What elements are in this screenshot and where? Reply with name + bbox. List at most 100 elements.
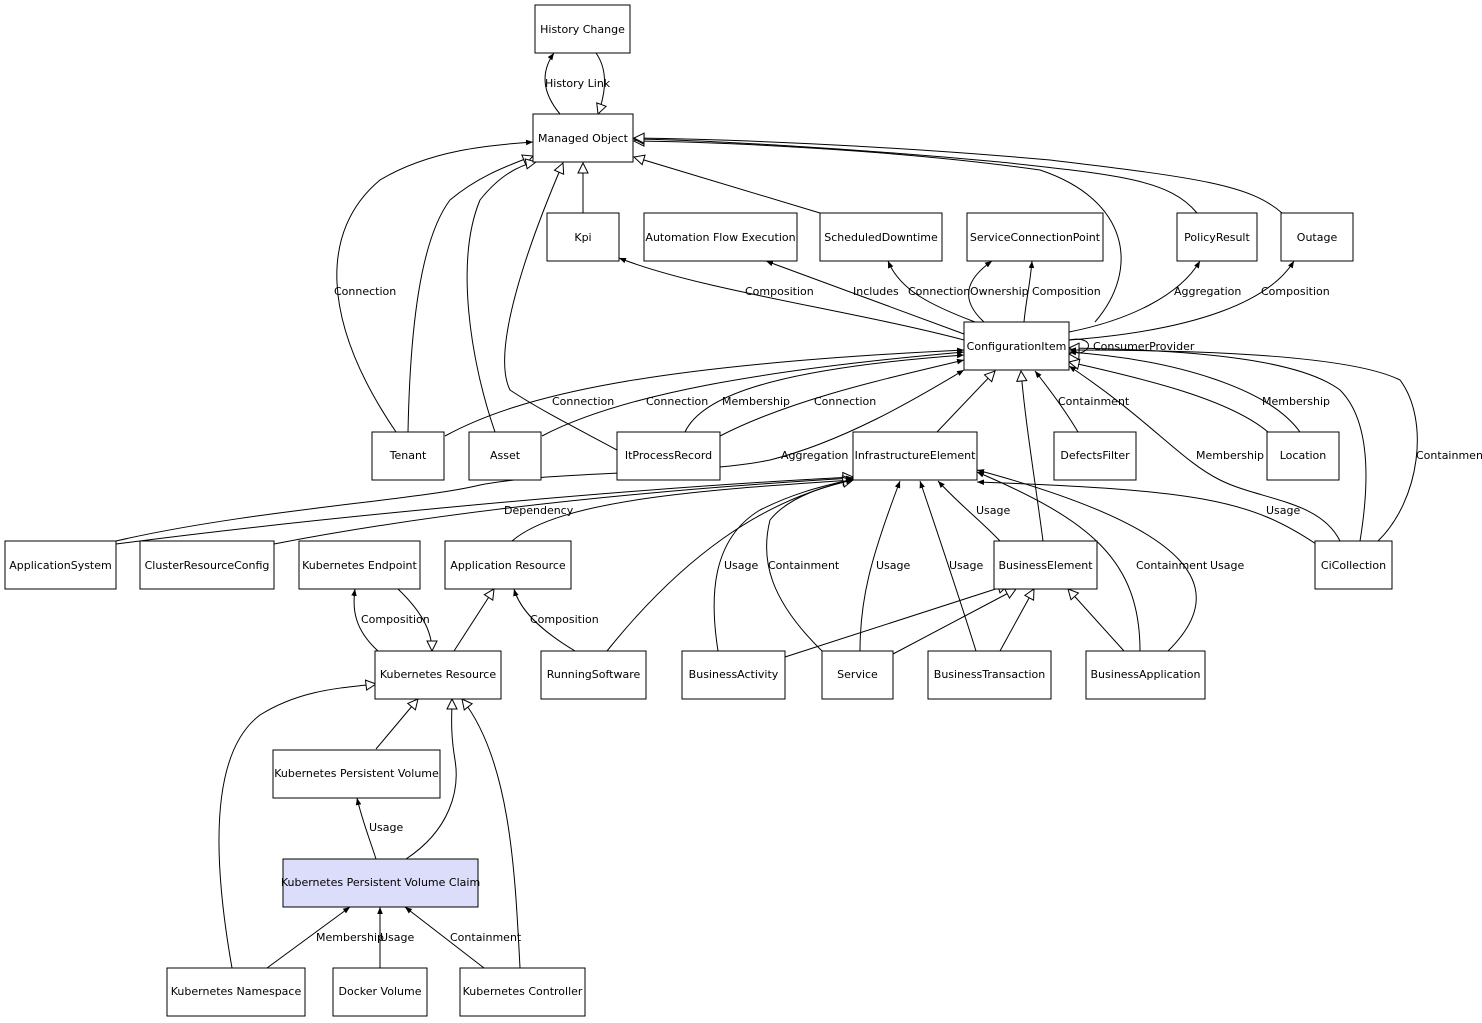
node-running-software-label: RunningSoftware — [547, 668, 641, 681]
label-aggregation-policy: Aggregation — [1174, 285, 1241, 298]
node-configuration-item[interactable]: ConfigurationItem — [963, 321, 1070, 371]
label-connection-tenant-ci: Connection — [552, 395, 614, 408]
node-outage-label: Outage — [1297, 231, 1338, 244]
node-defects-filter[interactable]: DefectsFilter — [1053, 431, 1137, 481]
node-application-resource-label: Application Resource — [450, 559, 566, 572]
node-policy-result-label: PolicyResult — [1184, 231, 1250, 244]
edge-scheduled-downtime-inherits-managed-object — [634, 157, 821, 214]
node-managed-object-label: Managed Object — [538, 132, 629, 145]
node-kubernetes-resource[interactable]: Kubernetes Resource — [374, 650, 502, 700]
node-kubernetes-namespace[interactable]: Kubernetes Namespace — [166, 967, 306, 1017]
edge-k8s-controller-inherits-resource — [462, 699, 521, 969]
edge-k8s-pv-inherits-resource — [375, 699, 418, 750]
node-kubernetes-controller-label: Kubernetes Controller — [463, 985, 583, 998]
label-usage-pvc-pv: Usage — [369, 821, 404, 834]
node-defects-filter-label: DefectsFilter — [1060, 449, 1130, 462]
node-asset[interactable]: Asset — [468, 431, 542, 481]
node-managed-object[interactable]: Managed Object — [532, 113, 634, 163]
edge-service-usage-ie — [859, 480, 901, 652]
edge-tenant-inherits-managed-object — [407, 156, 533, 433]
label-aggregation-appsys: Aggregation — [781, 449, 848, 462]
edge-ci-composition-outage — [1068, 260, 1295, 341]
node-business-element[interactable]: BusinessElement — [993, 540, 1098, 590]
edge-appresource-inherits-ie — [511, 480, 853, 542]
edge-k8s-pvc-inherits-resource — [405, 699, 456, 860]
edge-k8s-resource-composition-endpoint — [351, 588, 379, 652]
node-location[interactable]: Location — [1266, 431, 1340, 481]
node-asset-label: Asset — [490, 449, 521, 462]
label-containment-cicoll: Containment — [1416, 449, 1482, 462]
edge-policy-result-inherits-managed-object — [634, 139, 1198, 214]
node-business-transaction[interactable]: BusinessTransaction — [927, 650, 1052, 700]
edge-tenant-connection-ci — [444, 347, 965, 437]
node-application-system[interactable]: ApplicationSystem — [4, 540, 117, 590]
node-service-connection-point-label: ServiceConnectionPoint — [970, 231, 1101, 244]
label-composition-kpi: Composition — [745, 285, 814, 298]
label-connection-tenant-mo: Connection — [334, 285, 396, 298]
node-tenant-label: Tenant — [389, 449, 427, 462]
edge-ci-composition-scp — [1023, 260, 1035, 323]
label-usage-ba-ie: Usage — [724, 559, 759, 572]
node-kubernetes-endpoint[interactable]: Kubernetes Endpoint — [298, 540, 421, 590]
node-kubernetes-persistent-volume-claim[interactable]: Kubernetes Persistent Volume Claim — [281, 858, 480, 908]
edge-bapp-containment-ie — [976, 471, 1141, 652]
node-history-change[interactable]: History Change — [534, 4, 631, 54]
node-business-activity-label: BusinessActivity — [689, 668, 779, 681]
label-containment-service-ie: Containment — [768, 559, 840, 572]
node-cluster-resource-config[interactable]: ClusterResourceConfig — [139, 540, 275, 590]
node-service-label: Service — [837, 668, 878, 681]
node-business-application[interactable]: BusinessApplication — [1085, 650, 1206, 700]
edge-appsys-inherits-ie — [115, 477, 853, 545]
node-service[interactable]: Service — [821, 650, 894, 700]
label-consumer-provider: ConsumerProvider — [1093, 340, 1195, 353]
edge-bt-usage-ie — [919, 480, 977, 652]
label-usage-bt-ie: Usage — [949, 559, 984, 572]
edge-cicollection-inherits-ci — [1069, 348, 1367, 542]
edge-cicollection-usage-ie — [976, 479, 1317, 545]
node-ci-collection[interactable]: CiCollection — [1314, 540, 1393, 590]
node-automation-flow-execution[interactable]: Automation Flow Execution — [643, 212, 798, 262]
edge-ci-includes-automation — [765, 260, 965, 335]
edge-defects-containment-ci — [1034, 370, 1079, 433]
node-infrastructure-element-label: InfrastructureElement — [855, 449, 976, 462]
node-business-transaction-label: BusinessTransaction — [934, 668, 1045, 681]
node-outage[interactable]: Outage — [1280, 212, 1354, 262]
edge-location-membership-ci — [1068, 349, 1301, 433]
label-usage-be-ie: Usage — [976, 504, 1011, 517]
node-infrastructure-element[interactable]: InfrastructureElement — [852, 431, 978, 481]
label-usage-service-ie: Usage — [876, 559, 911, 572]
node-application-system-label: ApplicationSystem — [9, 559, 111, 572]
node-application-resource[interactable]: Application Resource — [444, 540, 572, 590]
edge-cicollection-membership-ci — [1068, 365, 1341, 542]
node-kubernetes-controller[interactable]: Kubernetes Controller — [459, 967, 586, 1017]
label-usage-docker-pvc: Usage — [380, 931, 415, 944]
node-tenant[interactable]: Tenant — [371, 431, 445, 481]
label-composition-k8s-endpoint: Composition — [361, 613, 430, 626]
edge-configuration-item-inherits-managed-object — [634, 141, 1122, 323]
label-membership-ns-pvc: Membership — [316, 931, 384, 944]
node-kubernetes-persistent-volume[interactable]: Kubernetes Persistent Volume — [272, 749, 441, 799]
node-kpi-label: Kpi — [574, 231, 591, 244]
edge-k8s-namespace-inherits-resource — [218, 684, 376, 969]
node-business-element-label: BusinessElement — [998, 559, 1093, 572]
edge-businessactivity-inherits-be — [784, 585, 1008, 658]
node-cluster-resource-config-label: ClusterResourceConfig — [145, 559, 270, 572]
node-it-process-record[interactable]: ItProcessRecord — [616, 431, 721, 481]
edge-tenant-connection-managed-object — [336, 139, 534, 433]
node-scheduled-downtime[interactable]: ScheduledDowntime — [819, 212, 943, 262]
label-composition-outage: Composition — [1261, 285, 1330, 298]
node-running-software[interactable]: RunningSoftware — [540, 650, 647, 700]
label-containment-defects: Containment — [1058, 395, 1130, 408]
node-business-application-label: BusinessApplication — [1091, 668, 1201, 681]
node-kubernetes-namespace-label: Kubernetes Namespace — [171, 985, 302, 998]
edge-itpr-membership-ci — [684, 352, 965, 433]
node-policy-result[interactable]: PolicyResult — [1176, 212, 1258, 262]
node-docker-volume[interactable]: Docker Volume — [332, 967, 428, 1017]
node-location-label: Location — [1280, 449, 1327, 462]
node-service-connection-point[interactable]: ServiceConnectionPoint — [966, 212, 1104, 262]
edge-businessactivity-usage-ie — [713, 478, 854, 652]
node-business-activity[interactable]: BusinessActivity — [681, 650, 786, 700]
edge-pvc-usage-pv — [355, 797, 377, 860]
node-kpi[interactable]: Kpi — [546, 212, 620, 262]
